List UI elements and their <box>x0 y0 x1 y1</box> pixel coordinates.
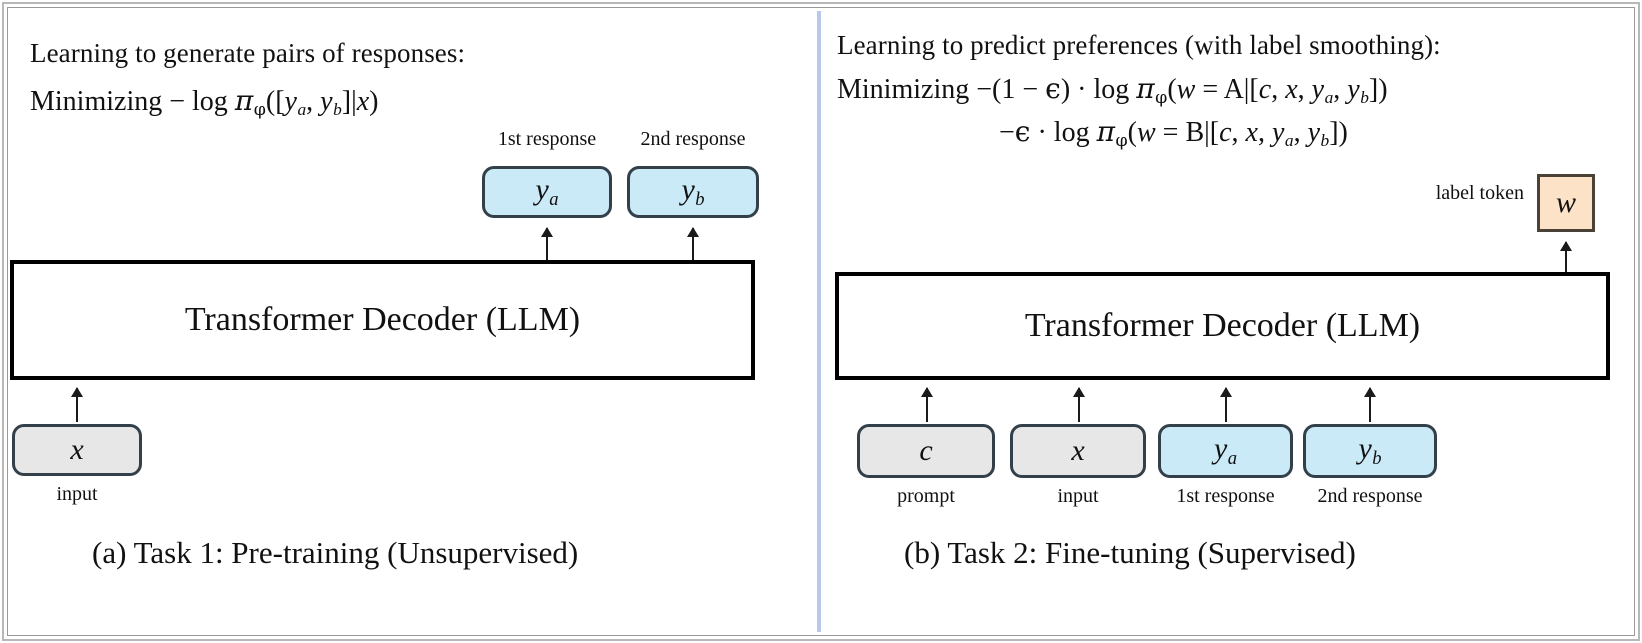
token-text: ya <box>535 173 559 210</box>
task2-caption: (b) Task 2: Fine-tuning (Supervised) <box>904 535 1356 570</box>
task2-input-box-x[interactable]: x <box>1010 424 1146 478</box>
task2-arrow-up-x <box>1073 387 1085 422</box>
task2-input-label-2: 1st response <box>1176 485 1275 507</box>
task2-input-label-1: input <box>1057 485 1099 507</box>
panel-task1: Learning to generate pairs of responses:… <box>0 0 817 643</box>
task1-equation-line-1: Minimizing − log πφ([ya, yb]|x) <box>30 84 379 120</box>
task1-output-label-0: 1st response <box>497 128 597 150</box>
task2-input-box-c[interactable]: c <box>857 424 995 478</box>
task2-headline: Learning to predict preferences (with la… <box>837 30 1441 60</box>
task1-output-label-1: 2nd response <box>640 128 746 150</box>
task2-equation-line-1: Minimizing −(1 − ϵ) · log πφ(w = A|[c, x… <box>837 72 1388 108</box>
panel-divider <box>817 11 821 632</box>
task1-arrow-up-x <box>71 387 83 422</box>
task2-input-box-yb[interactable]: yb <box>1303 424 1437 478</box>
task1-arrow-up-yb <box>687 227 699 260</box>
task1-decoder-label: Transformer Decoder (LLM) <box>184 301 581 338</box>
task1-caption: (a) Task 1: Pre-training (Unsupervised) <box>92 535 579 570</box>
task1-output-box-ya[interactable]: ya <box>482 166 612 218</box>
task1-transformer-decoder[interactable]: Transformer Decoder (LLM) <box>10 260 755 380</box>
task2-input-label-3: 2nd response <box>1317 485 1423 507</box>
task1-headline: Learning to generate pairs of responses: <box>30 38 466 68</box>
task1-output-box-yb[interactable]: yb <box>627 166 759 218</box>
token-text: x <box>1071 434 1085 467</box>
token-text: x <box>70 433 84 466</box>
task2-output-box-w[interactable]: w <box>1537 174 1595 232</box>
task2-arrow-up-yb <box>1364 387 1376 422</box>
task2-input-label-0: prompt <box>897 485 955 507</box>
task2-input-box-ya[interactable]: ya <box>1158 424 1293 478</box>
token-text: yb <box>681 173 705 210</box>
task2-arrow-up-w <box>1560 241 1572 272</box>
task2-equation-line-2: −ϵ · log πφ(w = B|[c, x, ya, yb]) <box>999 115 1348 151</box>
task2-output-label-0: label token <box>1435 182 1524 204</box>
task1-input-box-x[interactable]: x <box>12 424 142 476</box>
token-text: w <box>1555 186 1576 219</box>
panel-task2: Learning to predict preferences (with la… <box>821 0 1642 643</box>
task2-decoder-label: Transformer Decoder (LLM) <box>1024 307 1421 344</box>
task1-input-label-0: input <box>56 483 98 505</box>
task1-arrow-up-ya <box>541 227 553 260</box>
task2-arrow-up-ya <box>1220 387 1232 422</box>
task2-arrow-up-c <box>921 387 933 422</box>
token-text: ya <box>1213 432 1238 469</box>
task2-transformer-decoder[interactable]: Transformer Decoder (LLM) <box>835 272 1610 380</box>
token-text: c <box>919 434 933 467</box>
token-text: yb <box>1358 432 1382 469</box>
